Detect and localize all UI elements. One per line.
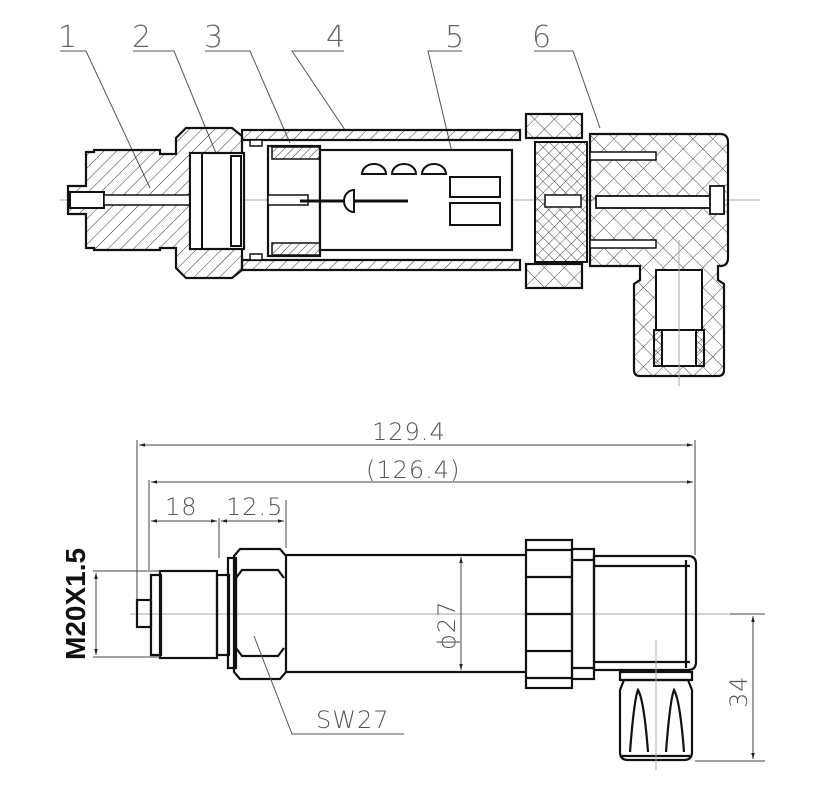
svg-text:1: 1 (58, 20, 77, 55)
svg-text:2: 2 (132, 20, 151, 55)
svg-text:34: 34 (725, 675, 753, 708)
dimension-connector-height: 34 (695, 613, 765, 762)
housing-top (240, 128, 522, 142)
callout-1: 1 (58, 20, 151, 189)
section-view: 1 2 3 4 5 6 (58, 20, 760, 386)
dimension-thread-length: 18 (151, 493, 220, 558)
svg-text:ϕ27: ϕ27 (433, 601, 461, 650)
svg-text:M20X1.5: M20X1.5 (60, 548, 91, 660)
svg-text:6: 6 (532, 20, 551, 55)
svg-text:3: 3 (204, 20, 223, 55)
wrench-size-callout: SW27 (253, 635, 404, 735)
union-nut-top (524, 112, 584, 140)
svg-text:4: 4 (326, 20, 345, 55)
dimension-hex-length: 12.5 (221, 493, 287, 548)
housing-bottom (240, 258, 522, 272)
callout-3: 3 (204, 20, 291, 144)
dimension-thread-spec: M20X1.5 (60, 548, 160, 660)
components (360, 163, 448, 175)
dimension-body-diameter: ϕ27 (433, 557, 463, 670)
union-nut-bottom (524, 262, 584, 290)
dimension-overall-length: 129.4 (136, 418, 696, 625)
hex-nut (232, 547, 288, 681)
callout-4: 4 (291, 20, 346, 131)
svg-text:18: 18 (165, 493, 198, 521)
o-ring (230, 155, 242, 247)
connector-head (592, 554, 698, 672)
callout-6: 6 (532, 20, 601, 129)
dimension-body-length: (126.4) (148, 456, 693, 570)
svg-text:5: 5 (445, 20, 464, 55)
svg-text:12.5: 12.5 (226, 493, 283, 521)
svg-text:(126.4): (126.4) (366, 456, 460, 484)
svg-text:129.4: 129.4 (372, 418, 446, 446)
callout-5: 5 (427, 20, 464, 166)
outline-view: 129.4 (126.4) 18 12.5 (60, 418, 765, 770)
cable-gland (618, 678, 694, 762)
port-bore (69, 191, 105, 209)
svg-text:SW27: SW27 (316, 706, 390, 734)
